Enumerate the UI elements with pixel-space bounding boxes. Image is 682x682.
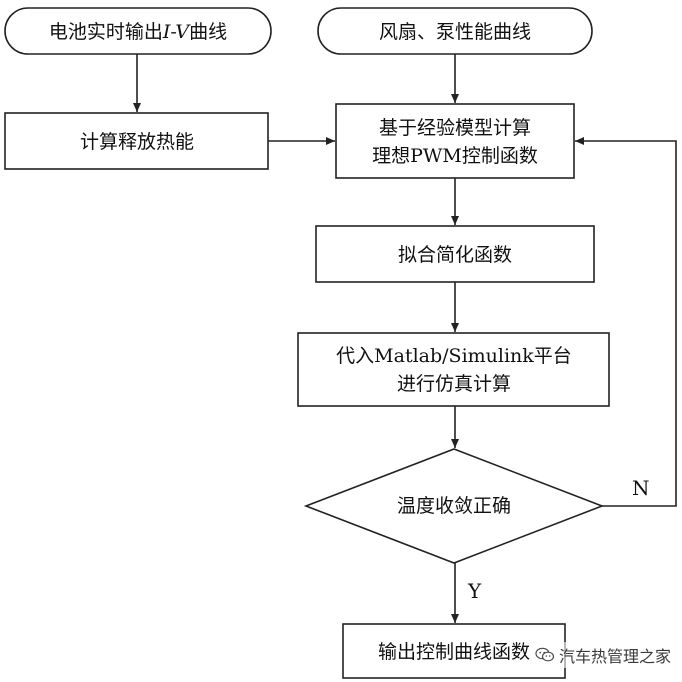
node-matlab-sim-text-2: 进行仿真计算 (397, 373, 511, 395)
node-pwm-calc-text-2: 理想PWM控制函数 (372, 145, 538, 167)
node-fan-pump-text: 风扇、泵性能曲线 (379, 21, 531, 43)
edge-label-yes: Y (467, 579, 482, 603)
node-battery-iv-text-1: 电池实时输出 (49, 21, 163, 43)
node-fit-simplify: 拟合简化函数 (315, 225, 595, 283)
node-matlab-sim: 代入Matlab/Simulink平台 进行仿真计算 (297, 332, 610, 407)
node-pwm-calc-text-1: 基于经验模型计算 (379, 117, 531, 139)
edge-label-no: N (632, 476, 650, 500)
node-battery-iv-text-2: I-V (162, 21, 192, 43)
node-output: 输出控制曲线函数 (342, 623, 566, 679)
watermark-text: 汽车热管理之家 (558, 647, 671, 666)
svg-text:电池实时输出I-V曲线: 电池实时输出I-V曲线 (49, 21, 227, 43)
node-fit-simplify-text: 拟合简化函数 (398, 244, 512, 266)
watermark: 汽车热管理之家 (531, 642, 674, 668)
node-battery-iv-curve: 电池实时输出I-V曲线 (4, 7, 272, 55)
node-pwm-calc: 基于经验模型计算 理想PWM控制函数 (335, 103, 575, 179)
edge-check-loop-no (575, 137, 677, 507)
node-output-text: 输出控制曲线函数 (378, 641, 530, 663)
node-calc-heat: 计算释放热能 (4, 112, 269, 170)
node-matlab-sim-text-1: 代入Matlab/Simulink平台 (336, 345, 572, 367)
wechat-icon (535, 647, 555, 662)
node-calc-heat-text: 计算释放热能 (80, 131, 194, 153)
node-temp-check: 温度收敛正确 (303, 448, 605, 564)
node-temp-check-text: 温度收敛正确 (397, 495, 511, 517)
node-battery-iv-text-3: 曲线 (189, 21, 227, 43)
node-fan-pump-curve: 风扇、泵性能曲线 (317, 7, 593, 55)
